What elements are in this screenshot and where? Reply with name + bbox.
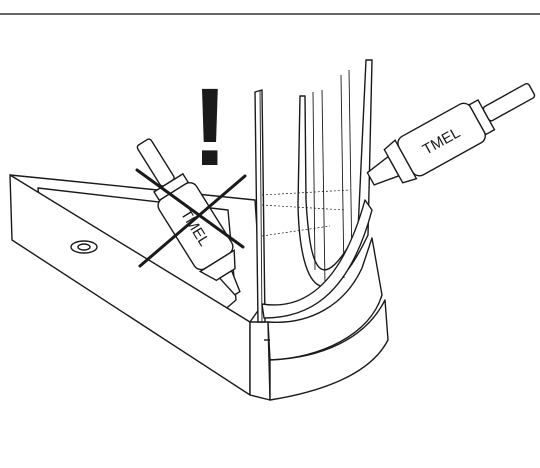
exclamation-warning-icon: ! — [192, 66, 229, 189]
cross-out-icon — [135, 168, 247, 268]
sealant-tube-incorrect: TMEL — [136, 138, 241, 296]
shower-enclosure — [254, 59, 373, 323]
sealant-tube-correct: TMEL — [366, 82, 536, 186]
